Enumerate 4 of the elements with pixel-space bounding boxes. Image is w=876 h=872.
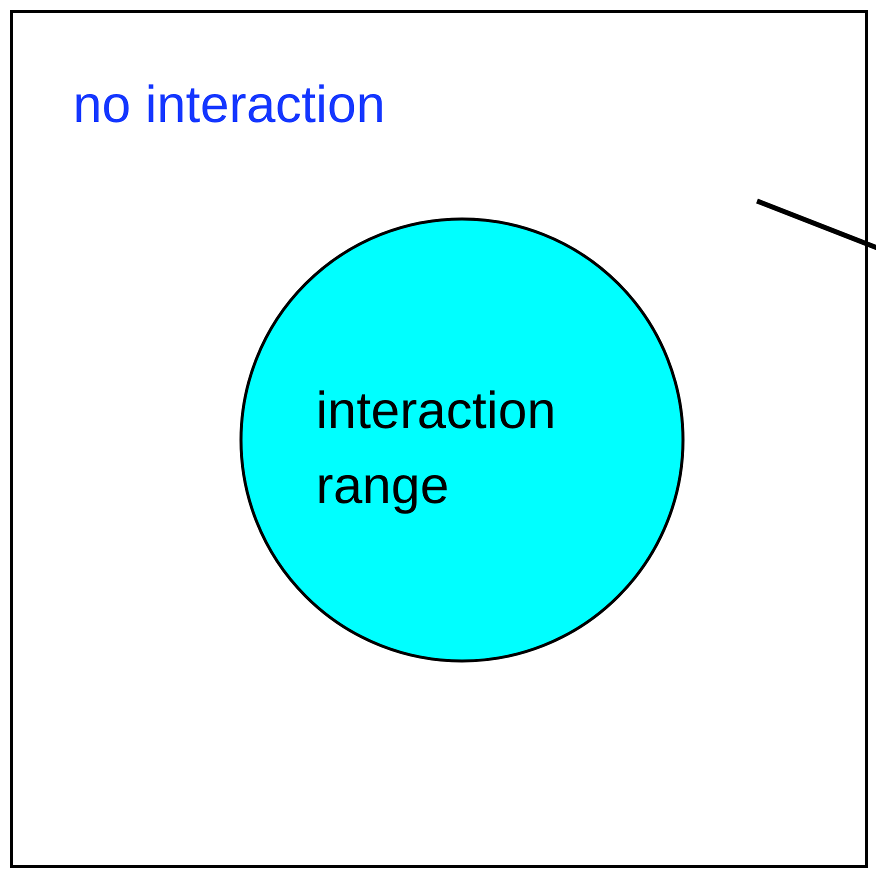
range-circle xyxy=(239,217,685,663)
circle-label: interaction range xyxy=(316,381,557,517)
region-box xyxy=(10,10,868,868)
region-label: no interaction xyxy=(73,75,386,136)
